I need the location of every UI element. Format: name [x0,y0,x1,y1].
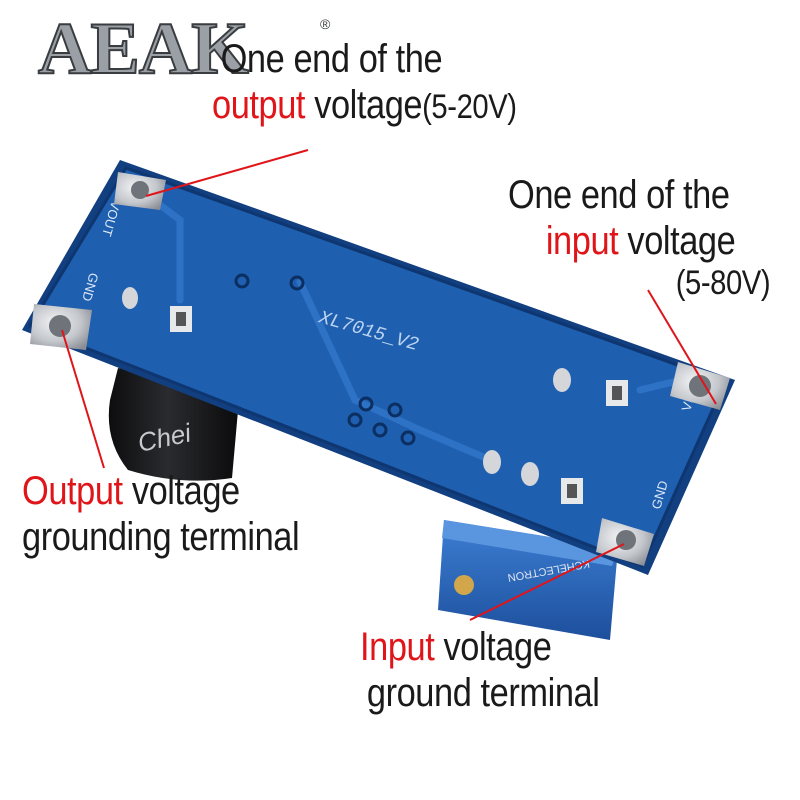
annotation-input-end-line2: input voltage [508,218,770,264]
annotation-output-ground-line1: Output voltage [22,468,299,514]
annotation-output-end-highlight: output [212,83,306,127]
potentiometer-screw [454,575,474,595]
leader-line-input-end [647,289,717,405]
gnd-output-terminal-pad [30,304,92,350]
annotation-input-ground-highlight: Input [360,625,435,669]
annotation-output-ground-line2: grounding terminal [22,515,300,559]
trimmer-potentiometer: KCHELECTRON [438,520,618,640]
annotation-input-ground: Input voltage ground terminal [360,624,600,716]
pcb-board: XL7015_V2 VOUT GND VIN GND [22,160,735,575]
annotation-input-end: One end of the input voltage (5-80V) [508,172,771,303]
brand-logo-text: AEAK [37,8,250,90]
annotation-output-end-range: (5-20V) [422,88,517,126]
annotation-output-end-line1: One end of the [220,37,443,81]
leader-lines [61,149,717,621]
annotation-input-ground-line1: Input voltage [360,624,599,670]
annotation-input-end-line1: One end of the [508,173,730,217]
annotation-input-end-range: (5-80V) [675,264,771,302]
leader-line-output-end [145,149,309,197]
annotation-output-ground: Output voltage grounding terminal [22,468,300,560]
annotation-output-end: One end of the output voltage(5-20V) [212,36,517,128]
component-pins [122,287,628,504]
annotation-input-ground-line2: ground terminal [366,671,600,715]
leader-line-output-ground [61,329,105,469]
annotation-input-end-rest: voltage [618,219,736,263]
annotation-output-ground-rest: voltage [122,469,240,513]
brand-logo: AEAK [37,11,250,87]
vin-terminal-pad [670,362,730,410]
registered-mark: ® [320,16,331,32]
vout-terminal-pad [114,172,166,210]
annotation-output-end-rest: voltage [305,83,423,127]
annotation-output-ground-highlight: Output [22,469,123,513]
leader-line-input-ground [469,543,625,621]
annotation-output-end-line2: output voltage(5-20V) [212,82,517,128]
pcb-vias [234,273,416,446]
annotation-input-end-highlight: input [545,219,619,263]
annotation-input-ground-rest: voltage [434,625,552,669]
